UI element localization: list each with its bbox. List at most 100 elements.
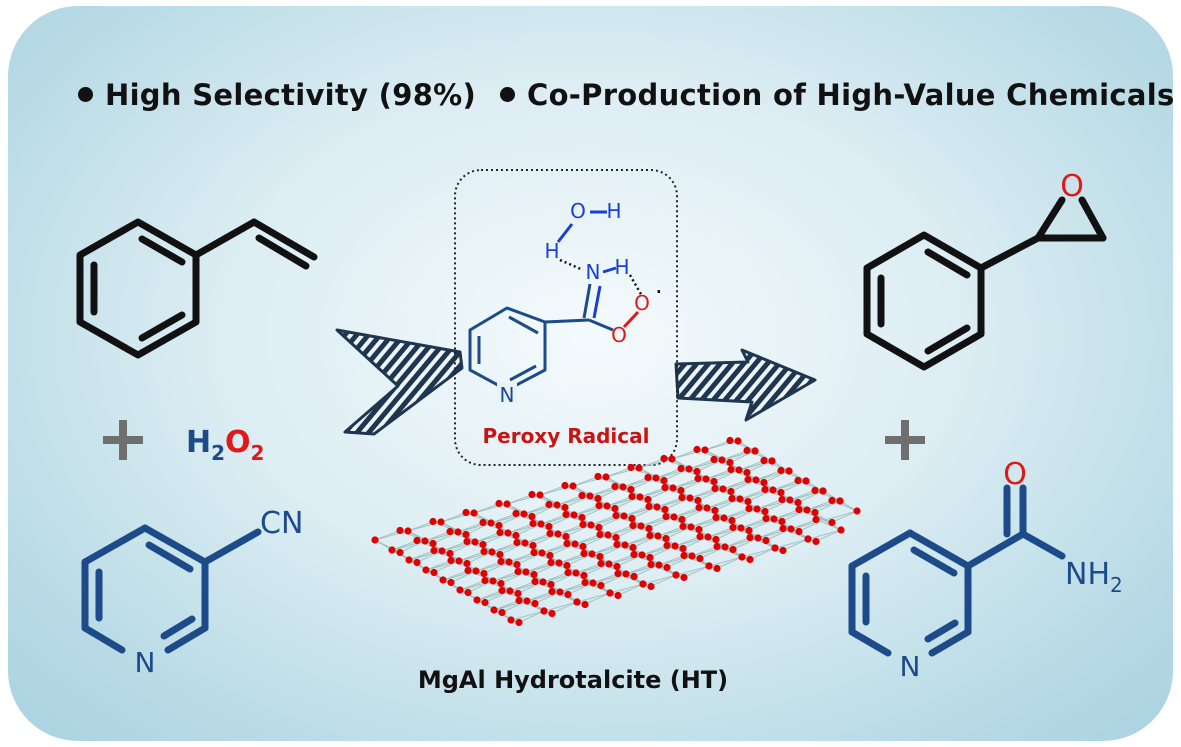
oxygen-atom — [635, 464, 643, 472]
oxygen-atom — [586, 492, 594, 500]
oxygen-atom — [529, 541, 537, 550]
oxygen-atom — [655, 561, 663, 569]
oxygen-atom — [594, 494, 602, 503]
oxygen-atom — [455, 557, 463, 565]
oxygen-atom — [569, 482, 577, 490]
oxygen-atom — [803, 506, 811, 514]
oxygen-atom — [470, 509, 478, 517]
oxygen-atom — [679, 522, 687, 531]
hydrotalcite-lattice — [371, 436, 861, 627]
oxygen-atom — [503, 500, 511, 508]
oxygen-atom — [728, 516, 736, 525]
styrene-molecule — [76, 218, 318, 359]
oxygen-atom — [371, 536, 379, 544]
oxygen-atom — [795, 527, 803, 536]
oxygen-atom — [513, 560, 521, 569]
oxygen-atom — [693, 445, 701, 454]
oxygen-atom — [685, 465, 693, 473]
bullet-icon — [500, 86, 515, 102]
oxygen-atom — [710, 455, 718, 464]
oxygen-atom — [515, 596, 523, 605]
octahedron-face — [797, 480, 824, 492]
oxygen-atom — [589, 579, 597, 587]
oxygen-atom — [481, 576, 489, 585]
oxygen-atom — [668, 455, 676, 463]
oxygen-atom — [529, 519, 537, 528]
oxygen-atom — [506, 587, 514, 595]
oxygen-atom — [836, 497, 844, 505]
oxygen-atom — [488, 548, 496, 556]
oxygen-atom — [430, 568, 438, 577]
oxygen-atom — [630, 550, 638, 559]
oxygen-atom — [777, 488, 785, 497]
octahedron-face — [399, 530, 426, 542]
oxygen-atom — [720, 514, 728, 522]
oxygen-atom — [597, 559, 605, 568]
oxygen-atom — [611, 504, 619, 513]
oxygen-atom — [645, 524, 653, 533]
oxygen-atom — [429, 539, 437, 548]
oxygen-atom — [490, 606, 498, 614]
oxygen-atom — [646, 531, 654, 540]
oxygen-atom — [661, 483, 669, 492]
oxygen-atom — [786, 496, 794, 504]
oxygen-atom — [579, 542, 587, 551]
intermediate-pyridine-N: N — [500, 383, 515, 407]
nicotinamide-N: N — [900, 650, 921, 683]
oxygen-atom — [538, 549, 546, 557]
octahedron-face — [780, 470, 807, 482]
oxygen-atom — [581, 600, 589, 609]
oxygen-atom — [753, 505, 761, 513]
oxygen-atom — [713, 564, 721, 573]
oxygen-atom — [745, 526, 753, 535]
oxygen-atom — [546, 551, 554, 560]
oxygen-atom — [530, 570, 538, 579]
oxygen-atom — [438, 547, 446, 555]
octahedron-face — [746, 450, 773, 462]
oxygen-atom — [637, 522, 645, 530]
oxygen-atom — [804, 535, 812, 543]
intermediate-box — [454, 169, 678, 466]
oxygen-atom — [507, 616, 515, 624]
oxygen-atom — [587, 521, 595, 529]
oxygen-atom — [556, 588, 564, 596]
oxygen-atom — [462, 508, 470, 517]
oxygen-atom — [604, 531, 612, 539]
plus-icon — [885, 420, 925, 460]
oxygen-atom — [727, 465, 735, 474]
oxygen-atom — [540, 607, 548, 615]
oxygen-atom — [388, 546, 396, 554]
oxygen-atom — [561, 503, 569, 512]
oxygen-atom — [555, 559, 563, 567]
oxygen-atom — [613, 562, 621, 571]
oxidant-formula: H2O2 — [186, 425, 264, 465]
oxygen-atom — [531, 599, 539, 608]
oxygen-atom — [738, 553, 746, 561]
oxygen-atom — [743, 446, 751, 455]
oxygen-atom — [629, 521, 637, 530]
oxygen-atom — [718, 456, 726, 464]
oxygen-atom — [638, 551, 646, 559]
oxygen-atom — [404, 527, 412, 535]
oxygen-atom — [547, 558, 555, 567]
oxygen-atom — [446, 549, 454, 558]
oxygen-atom — [580, 571, 588, 580]
oxygen-atom — [812, 515, 820, 524]
oxygen-atom — [677, 486, 685, 495]
oxygen-atom — [396, 526, 404, 535]
oxygen-atom — [828, 496, 836, 505]
oxygen-atom — [570, 511, 578, 519]
oxygen-atom — [614, 591, 622, 600]
oxygen-atom — [627, 485, 635, 494]
oxygen-atom — [794, 476, 802, 485]
oxygen-atom — [594, 472, 602, 481]
oxygen-atom — [628, 492, 636, 501]
octahedron-face — [630, 467, 657, 479]
oxygen-atom — [744, 497, 752, 506]
octahedron-face — [696, 449, 723, 461]
oxygen-atom — [819, 487, 827, 495]
oxygen-atom — [712, 535, 720, 544]
oxygen-atom — [677, 464, 685, 473]
oxygen-atom — [512, 531, 520, 540]
oxygen-atom — [528, 490, 536, 499]
